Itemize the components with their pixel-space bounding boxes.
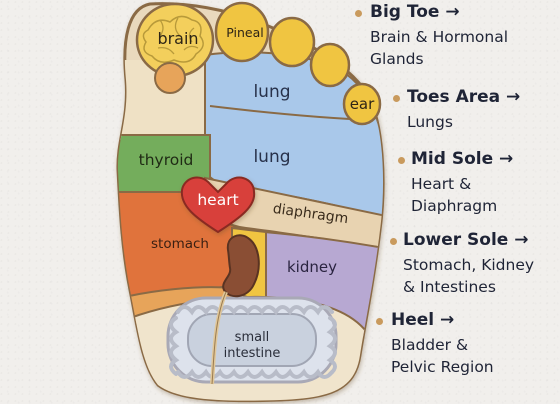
label-ear: ear: [350, 95, 375, 113]
fourth-toe: [309, 42, 351, 88]
label-small-intestine-1: small: [235, 330, 270, 345]
label-kidney: kidney: [287, 258, 337, 276]
label-heart: heart: [197, 191, 238, 209]
label-thyroid: thyroid: [139, 151, 194, 169]
label-brain: brain: [157, 29, 198, 48]
label-lung-upper: lung: [253, 82, 290, 102]
label-stomach: stomach: [151, 236, 209, 252]
kidney-drawing: [210, 234, 260, 385]
second-toe: [214, 1, 270, 63]
label-small-intestine-2: intestine: [224, 346, 281, 361]
label-pineal: Pineal: [226, 25, 263, 40]
label-lung-lower: lung: [253, 147, 290, 167]
big-toe: [135, 2, 215, 94]
fifth-toe: [342, 82, 382, 126]
small-intestine-drawing: [166, 296, 338, 384]
third-toe: [268, 16, 316, 68]
heart-drawing: [180, 176, 256, 234]
